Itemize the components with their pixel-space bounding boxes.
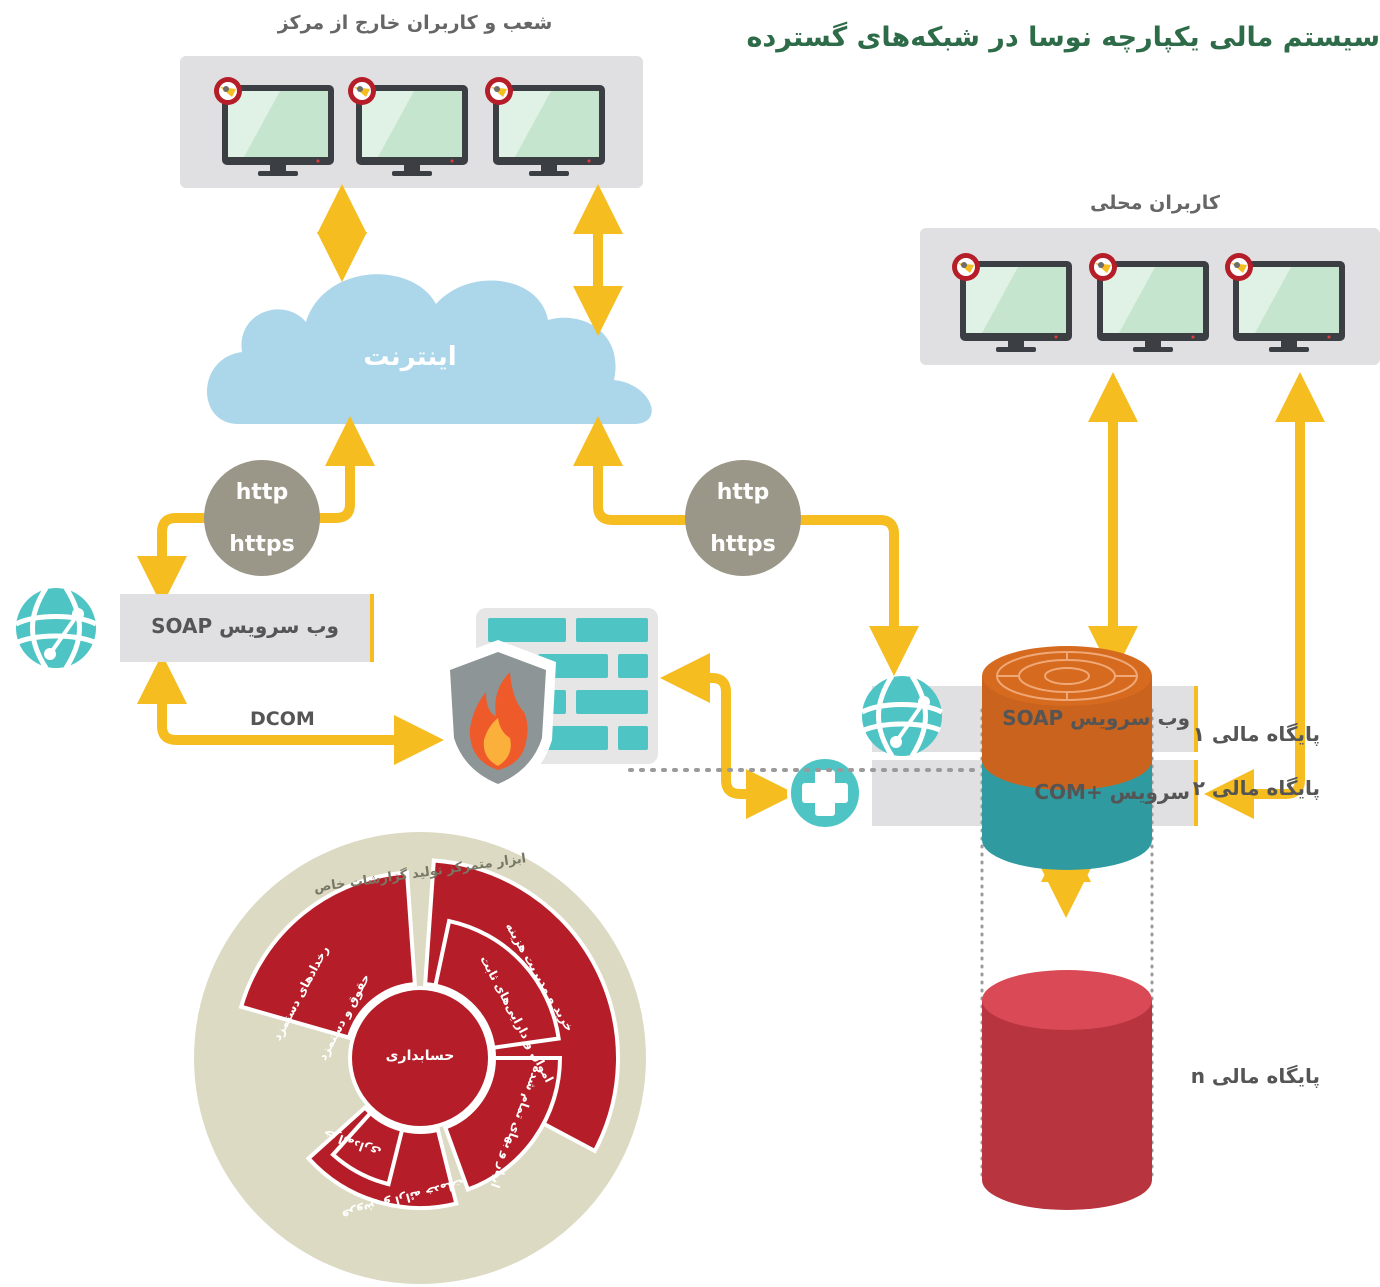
wheel-center-label: حسابداری bbox=[385, 1048, 455, 1064]
com-service-label: سرویس +COM bbox=[1034, 780, 1190, 804]
local-users-label: کاربران محلی bbox=[1090, 192, 1220, 214]
protocol-badge-left bbox=[204, 460, 320, 576]
branch-users-label: شعب و کاربران خارج از مرکز bbox=[277, 12, 553, 34]
left-soap-label: وب سرویس SOAP bbox=[151, 614, 339, 638]
local-users-panel bbox=[920, 228, 1380, 365]
page-title: سیستم مالی یکپارچه نوسا در شبکه‌های گستر… bbox=[746, 22, 1380, 53]
cloud-icon bbox=[206, 274, 652, 424]
monitor-icon bbox=[485, 77, 605, 176]
dcom-label: DCOM bbox=[250, 708, 315, 730]
db2-label: پایگاه مالی ۲ bbox=[1192, 776, 1320, 800]
wheel-segment bbox=[442, 1056, 563, 1193]
protocol-https-right: https bbox=[710, 532, 776, 557]
protocol-https-left: https bbox=[229, 532, 295, 557]
db1-label: پایگاه مالی ۱ bbox=[1192, 722, 1320, 746]
protocol-http-right: http bbox=[716, 480, 770, 505]
right-soap-label: وب سرویس SOAP bbox=[1002, 706, 1190, 730]
wheel-segment bbox=[330, 1110, 405, 1187]
wheel-segment bbox=[433, 918, 561, 1050]
plus-icon bbox=[787, 755, 863, 831]
monitor-icon bbox=[1225, 253, 1345, 352]
wheel-segment bbox=[238, 870, 417, 1041]
bidirectional-arrow-icon bbox=[137, 653, 445, 765]
report-wheel bbox=[194, 832, 646, 1284]
bidirectional-arrow-icon bbox=[659, 653, 797, 819]
firewall-icon bbox=[440, 608, 658, 796]
web-service-globe-icon bbox=[16, 588, 96, 668]
bidirectional-arrow-icon bbox=[1203, 371, 1325, 819]
monitor-icon bbox=[214, 77, 334, 176]
protocol-badge-right bbox=[685, 460, 801, 576]
branch-users-panel bbox=[180, 56, 643, 188]
left-soap-service bbox=[16, 588, 374, 668]
protocol-http-left: http bbox=[235, 480, 289, 505]
dbn-label: پایگاه مالی n bbox=[1190, 1064, 1320, 1088]
database-icon bbox=[982, 646, 1152, 870]
monitor-icon bbox=[348, 77, 468, 176]
monitor-icon bbox=[952, 253, 1072, 352]
database-icon bbox=[982, 970, 1152, 1210]
monitor-icon bbox=[1089, 253, 1209, 352]
internet-label: اینترنت bbox=[363, 342, 457, 372]
